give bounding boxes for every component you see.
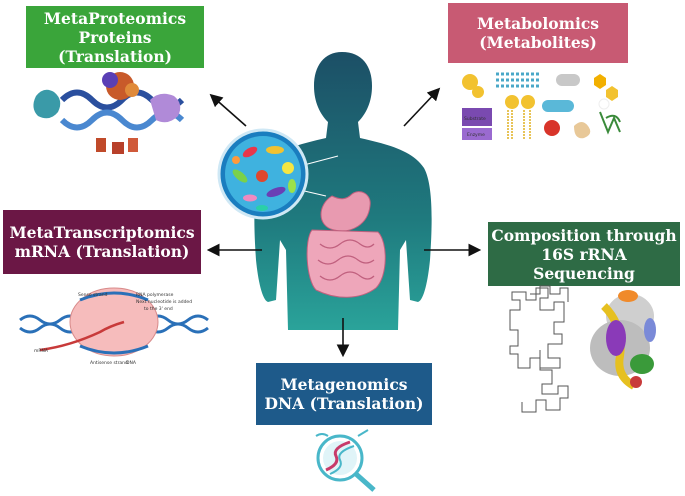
metagenomics-subtitle: DNA (Translation) bbox=[264, 394, 424, 413]
microbiome-circle-icon bbox=[217, 128, 339, 220]
metagenomics-title: Metagenomics bbox=[280, 375, 408, 394]
rna-polymerase-label: RNA polymerase bbox=[136, 292, 174, 298]
dna-label: DNA bbox=[126, 360, 137, 366]
substrate-label: Substrate bbox=[464, 116, 486, 122]
metaproteomics-subtitle: Proteins (Translation) bbox=[58, 27, 172, 66]
arrow-to-metaproteomics bbox=[209, 93, 247, 127]
antisense-strand-label: Antisense strand bbox=[90, 360, 128, 366]
metatranscriptomics-subtitle: mRNA (Translation) bbox=[14, 242, 190, 261]
arrow-to-metabolomics bbox=[403, 87, 441, 127]
metatranscriptomics-title: MetaTranscriptomics bbox=[9, 223, 195, 242]
metaproteomics-box: MetaProteomics Proteins (Translation) bbox=[26, 6, 204, 68]
human-body-icon bbox=[254, 52, 432, 330]
composition-title: Composition through bbox=[491, 225, 677, 245]
gut-icon bbox=[306, 191, 386, 298]
composition-subtitle: 16S rRNA Sequencing bbox=[533, 244, 635, 283]
dna-magnifier-icon bbox=[315, 429, 376, 492]
nucleotide-added-label: Next nucleotide is added bbox=[136, 299, 192, 305]
mrna-label: mRNA bbox=[34, 348, 49, 354]
three-prime-end-label: to the 3' end bbox=[144, 306, 173, 312]
composition-box: Composition through 16S rRNA Sequencing bbox=[488, 222, 680, 286]
metabolites-icon: Substrate Enzyme bbox=[462, 72, 621, 140]
metabolomics-box: Metabolomics (Metabolites) bbox=[448, 3, 628, 63]
sense-strand-label: Sense strand bbox=[78, 292, 108, 298]
arrows bbox=[206, 87, 482, 358]
metabolomics-subtitle: (Metabolites) bbox=[479, 33, 597, 52]
protein-structure-icon bbox=[33, 72, 185, 154]
rrna-structure-icon bbox=[509, 285, 656, 413]
metaproteomics-title: MetaProteomics bbox=[43, 8, 187, 28]
metagenomics-box: Metagenomics DNA (Translation) bbox=[256, 363, 432, 425]
metabolomics-title: Metabolomics bbox=[476, 14, 600, 33]
transcription-diagram-icon: Sense strand RNA polymerase Next nucleot… bbox=[19, 287, 209, 366]
enzyme-label: Enzyme bbox=[467, 132, 485, 138]
metatranscriptomics-box: MetaTranscriptomics mRNA (Translation) bbox=[3, 210, 201, 274]
